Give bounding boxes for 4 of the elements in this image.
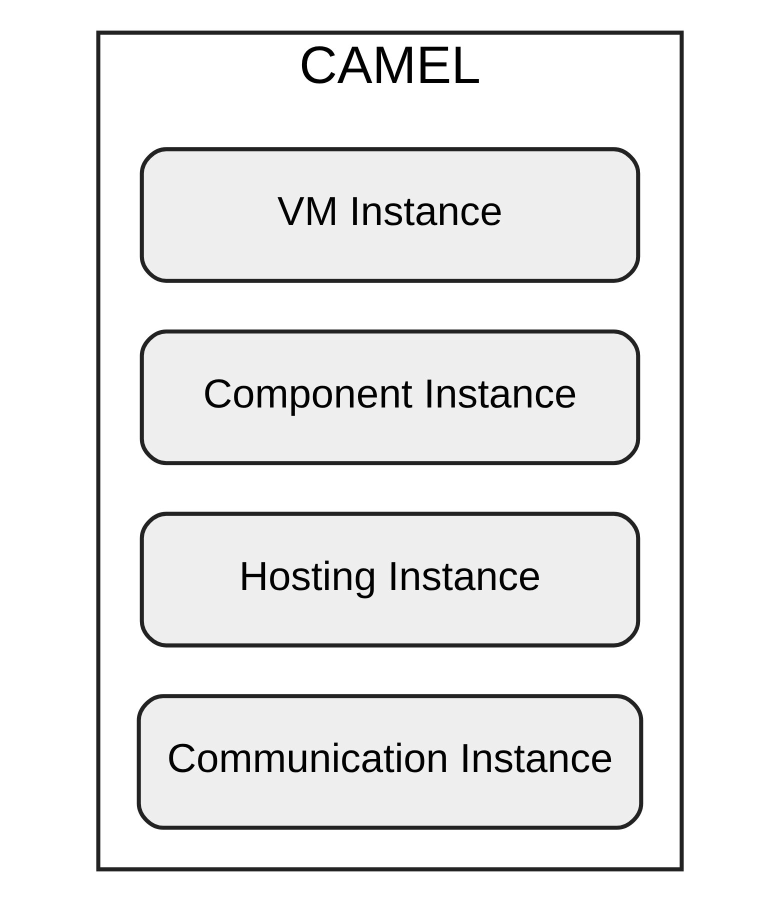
node-box: Communication Instance: [136, 694, 643, 830]
node-box: VM Instance: [139, 147, 640, 283]
node-box: Component Instance: [139, 329, 640, 466]
node-box: Hosting Instance: [139, 512, 640, 648]
